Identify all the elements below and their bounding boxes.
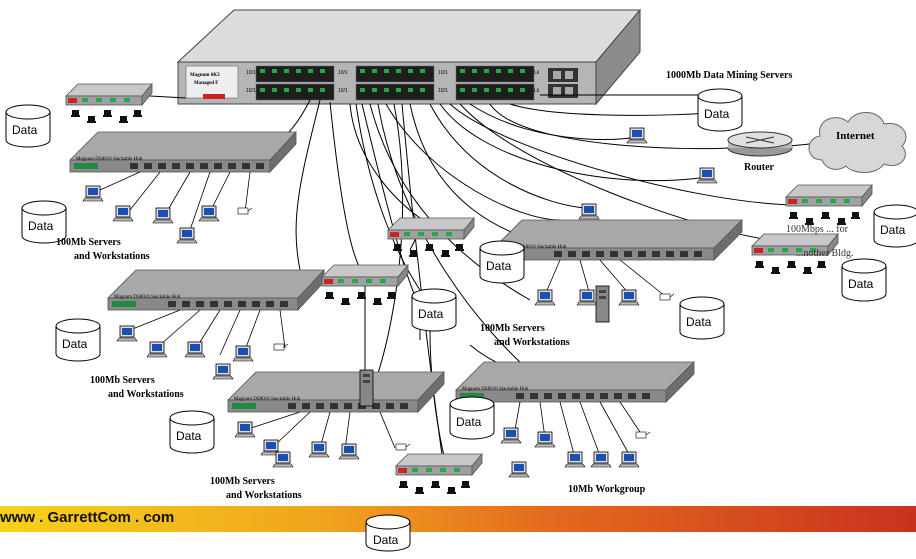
stackable-hub: Magnum DS8016 Stackable Hub: [455, 361, 695, 403]
edge-switch: [321, 264, 409, 287]
data-label: Data: [456, 415, 482, 429]
chassis-sublabel: Managed F: [194, 81, 218, 86]
data-storage: Data: [365, 514, 411, 552]
data-label: Data: [12, 123, 38, 137]
port-label: 10/1: [338, 70, 348, 76]
servers-label: 100Mb Servers: [56, 237, 121, 248]
port-label: 10/1: [246, 88, 256, 94]
data-storage: Data: [55, 318, 101, 362]
internet-cloud: [808, 112, 907, 173]
building-label: 100Mbps ... for: [786, 224, 848, 235]
footer-url[interactable]: www . GarrettCom . com: [0, 509, 175, 526]
data-storage: Data: [411, 288, 457, 332]
port-label: 10/1: [246, 70, 256, 76]
stackable-hub: Magnum DS8016 Stackable Hub: [227, 370, 445, 414]
data-storage: Data: [5, 104, 51, 148]
hub-label: Magnum DS8016 Stackable Hub: [500, 245, 567, 250]
servers-label-line2: and Workstations: [74, 251, 150, 262]
stackable-hub: Magnum DS8016 Stackable Hub: [69, 130, 297, 174]
servers-label-line2: and Workstations: [226, 490, 302, 501]
data-label: Data: [704, 107, 730, 121]
port-label: Lk: [534, 70, 540, 76]
chassis-label: Magnum 6K3: [190, 73, 220, 78]
servers-label-line2: and Workstations: [494, 337, 570, 348]
data-storage: Data: [479, 240, 525, 284]
edge-switch: [785, 184, 873, 207]
edge-switch: [395, 453, 483, 476]
hub-label: Magnum DS8016 Stackable Hub: [76, 157, 143, 162]
data-storage: Data: [169, 410, 215, 454]
port-label: Lk: [534, 88, 540, 94]
data-storage: Data: [841, 258, 887, 302]
data-label: Data: [62, 337, 88, 351]
servers-label: 100Mb Servers: [480, 323, 545, 334]
workgroup-label: 10Mb Workgroup: [568, 484, 646, 495]
port-label: 10/1: [438, 70, 448, 76]
port-label: 10/1: [438, 88, 448, 94]
data-label: Data: [486, 259, 512, 273]
footer-band: [0, 506, 916, 532]
hub-label: Magnum DS8016 Stackable Hub: [114, 295, 181, 300]
port-label: 10/1: [338, 88, 348, 94]
stackable-hub: Magnum DS8016 Stackable Hub: [493, 219, 743, 261]
data-storage: Data: [21, 200, 67, 244]
data-storage: Data: [697, 88, 743, 132]
servers-label: 100Mb Servers: [210, 476, 275, 487]
data-label: Data: [848, 277, 874, 291]
data-mining-label: 1000Mb Data Mining Servers: [666, 70, 793, 81]
hub-label: Magnum DS8016 Stackable Hub: [234, 397, 301, 402]
router-label: Router: [744, 162, 774, 173]
data-label: Data: [28, 219, 54, 233]
stackable-hub: Magnum DS8016 Stackable Hub: [107, 268, 325, 312]
data-label: Data: [686, 315, 712, 329]
data-label: Data: [880, 223, 906, 237]
data-label: Data: [176, 429, 202, 443]
internet-label: Internet: [836, 130, 875, 142]
data-label: Data: [418, 307, 444, 321]
data-storage: Data: [873, 204, 916, 248]
data-storage: Data: [449, 396, 495, 440]
servers-label: 100Mb Servers: [90, 375, 155, 386]
servers-label-line2: and Workstations: [108, 389, 184, 400]
edge-switch: [65, 83, 153, 106]
router-icon: [727, 131, 793, 157]
core-chassis: Magnum 6K3 Managed F 10/1 10/1 10/1 10/1…: [176, 8, 642, 106]
edge-switch: [387, 217, 475, 240]
building-label-line2: ...nother Bldg.: [796, 248, 854, 259]
hub-label: Magnum DS8016 Stackable Hub: [462, 387, 529, 392]
data-storage: Data: [679, 296, 725, 340]
data-label: Data: [373, 533, 399, 547]
